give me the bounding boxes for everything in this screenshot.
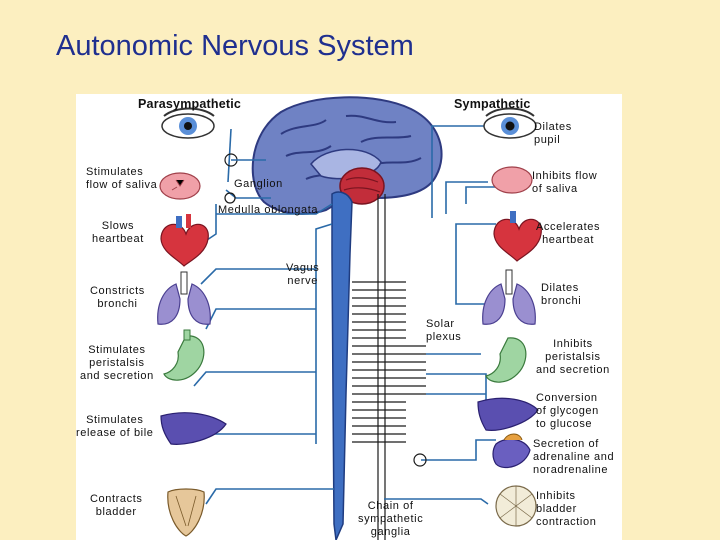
- medulla-oblongata-label: Medulla oblongata: [218, 204, 319, 216]
- symp-bronchi-label: Dilates bronchi: [541, 282, 582, 307]
- slide-title: Autonomic Nervous System: [56, 30, 414, 62]
- ganglion-label: Ganglion: [234, 178, 283, 190]
- salivary-gland-icon: [159, 172, 201, 200]
- lungs-icon: [482, 269, 536, 325]
- para-stomach-label: Stimulates peristalsis and secretion: [80, 344, 154, 382]
- spinal-cord: [331, 191, 353, 540]
- vagus-nerve-label: Vagus nerve: [286, 262, 320, 287]
- symp-heart-label: Accelerates heartbeat: [536, 221, 601, 246]
- eye-icon: [161, 107, 215, 139]
- symp-pupil-label: Dilates pupil: [534, 121, 572, 146]
- adrenal-gland-icon: [492, 433, 531, 469]
- stomach-icon: [485, 337, 527, 383]
- symp-liver-label: Conversion of glycogen to glucose: [536, 392, 599, 430]
- liver-icon: [477, 397, 539, 431]
- salivary-gland-icon: [491, 166, 533, 194]
- sympathetic-heading: Sympathetic: [454, 97, 531, 111]
- sympathetic-chain-label: Chain of sympathetic ganglia: [358, 500, 424, 538]
- bladder-icon: [167, 488, 205, 537]
- symp-bladder-label: Inhibits bladder contraction: [536, 490, 597, 528]
- para-heart-label: Slows heartbeat: [92, 220, 144, 245]
- solar-plexus-label: Solar plexus: [426, 318, 462, 343]
- diagram-artwork: [157, 96, 542, 540]
- symp-adrenal-label: Secretion of adrenaline and noradrenalin…: [533, 438, 615, 476]
- sympathetic-chain: [352, 194, 426, 540]
- heart-icon: [493, 211, 542, 262]
- heart-icon: [160, 214, 209, 267]
- lungs-icon: [157, 271, 211, 325]
- parasympathetic-nerves: [193, 128, 334, 505]
- symp-stomach-label: Inhibits peristalsis and secretion: [536, 338, 610, 376]
- para-bronchi-label: Constricts bronchi: [90, 285, 145, 310]
- liver-icon: [160, 412, 227, 445]
- para-saliva-label: Stimulates flow of saliva: [86, 166, 158, 191]
- eye-icon: [483, 107, 537, 139]
- para-liver-label: Stimulates release of bile: [76, 414, 154, 439]
- cerebellum: [339, 167, 385, 205]
- bladder-icon: [495, 485, 537, 527]
- ans-diagram: Parasympathetic Sympathetic Stimulates f…: [76, 94, 622, 540]
- stomach-icon: [163, 329, 205, 381]
- para-bladder-label: Contracts bladder: [90, 493, 143, 518]
- symp-saliva-label: Inhibits flow of saliva: [532, 170, 598, 195]
- parasympathetic-heading: Parasympathetic: [138, 97, 242, 111]
